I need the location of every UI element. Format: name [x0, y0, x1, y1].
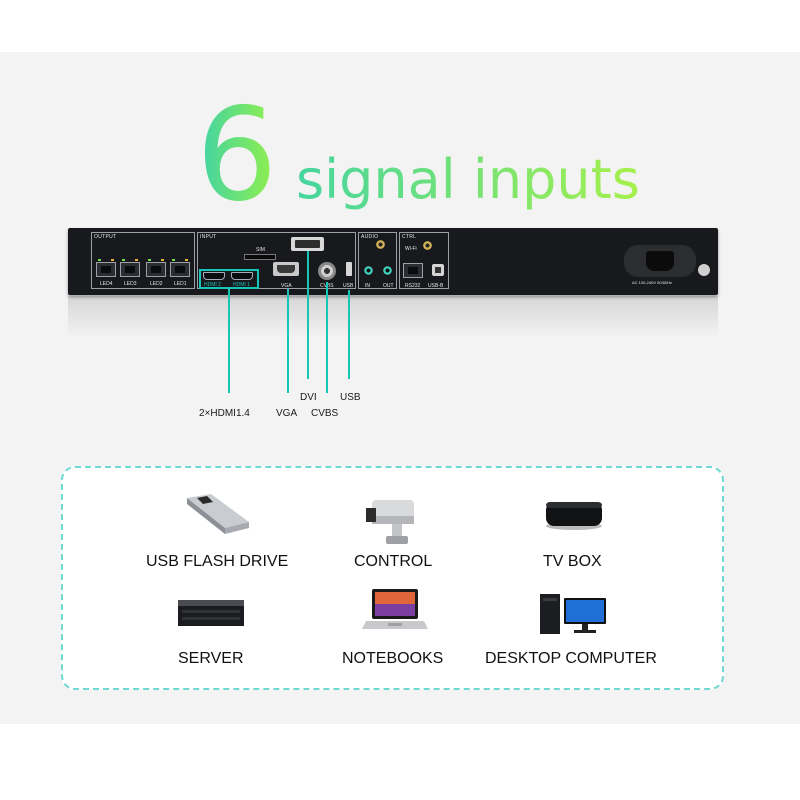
led-indicator	[148, 259, 151, 261]
vga-label: VGA	[281, 283, 292, 289]
device-reflection	[68, 296, 718, 338]
input-group: INPUT	[197, 232, 356, 289]
usb-port	[346, 262, 352, 276]
led1-label: LED1	[174, 281, 187, 287]
rs232-label: RS232	[405, 283, 421, 289]
hdmi-callout-line	[228, 289, 230, 393]
led-indicator	[161, 259, 164, 261]
audio-group-label: AUDIO	[361, 234, 379, 240]
rs232-port	[403, 263, 423, 278]
audio-group: AUDIO	[358, 232, 397, 289]
led4-port	[96, 262, 116, 277]
power-label: AC 100-240V 50/60Hz	[632, 280, 673, 285]
server-icon	[178, 600, 244, 626]
vga-callout-label: VGA	[276, 408, 298, 419]
source-label-control: CONTROL	[354, 553, 433, 570]
desktop-computer-icon	[540, 594, 606, 634]
source-label-desktop-computer: DESKTOP COMPUTER	[485, 650, 657, 667]
ground-terminal	[698, 264, 710, 276]
usbb-label: USB-B	[428, 283, 444, 289]
led-indicator	[111, 259, 114, 261]
led2-label: LED2	[150, 281, 163, 287]
input-group-label: INPUT	[200, 234, 217, 240]
usb-callout-label: USB	[340, 392, 361, 403]
device-rear-panel	[68, 228, 718, 295]
usb-callout-line	[348, 290, 350, 379]
led-indicator	[122, 259, 125, 261]
sim-slot	[244, 254, 276, 260]
headline-number: 6	[196, 81, 278, 230]
cvbs-port	[318, 262, 336, 280]
source-label-usb-flash-drive: USB FLASH DRIVE	[146, 553, 289, 570]
notebook-icon	[362, 589, 428, 629]
led3-port	[120, 262, 140, 277]
output-group: OUTPUT	[91, 232, 195, 289]
led2-port	[146, 262, 166, 277]
sim-label: SIM	[256, 247, 265, 253]
vga-callout-line	[287, 289, 289, 393]
hdmi2-port	[203, 272, 225, 280]
led1-port	[170, 262, 190, 277]
audio-in-label: IN	[365, 283, 370, 289]
led-indicator	[185, 259, 188, 261]
source-label-notebooks: NOTEBOOKS	[342, 650, 444, 667]
usbb-port	[432, 264, 444, 276]
hdmi1-label: HDMI 1	[233, 282, 250, 288]
headline-text: signal inputs	[296, 148, 640, 211]
control-camera-icon	[366, 500, 414, 544]
dvi-callout-line	[307, 251, 309, 379]
source-label-tv-box: TV BOX	[543, 553, 602, 570]
led4-label: LED4	[100, 281, 113, 287]
ctrl-group-label: CTRL	[402, 234, 417, 240]
vga-port	[273, 262, 299, 276]
audio-out-label: OUT	[383, 283, 394, 289]
usb-flash-drive-icon	[187, 494, 249, 534]
hdmi-highlight-box	[199, 269, 259, 289]
power-inlet	[624, 245, 696, 277]
wifi-label: Wi-Fi	[405, 246, 417, 252]
ctrl-group: CTRL	[399, 232, 449, 289]
hdmi1-port	[231, 272, 253, 280]
cvbs-callout-label: CVBS	[311, 408, 339, 419]
source-label-server: SERVER	[178, 650, 244, 667]
led-indicator	[172, 259, 175, 261]
output-group-label: OUTPUT	[94, 234, 117, 240]
hdmi-callout-label: 2×HDMI1.4	[199, 408, 250, 419]
dvi-port	[291, 237, 324, 251]
led3-label: LED3	[124, 281, 137, 287]
hdmi2-label: HDMI 2	[204, 282, 221, 288]
cvbs-callout-line	[326, 282, 328, 393]
audio-in-jack	[364, 266, 373, 275]
audio-out-jack	[383, 266, 392, 275]
audio-antenna-connector	[376, 240, 385, 249]
usb-label: USB	[343, 283, 354, 289]
led-indicator	[98, 259, 101, 261]
led-indicator	[135, 259, 138, 261]
wifi-antenna-connector	[423, 241, 432, 250]
dvi-callout-label: DVI	[300, 392, 317, 403]
tv-box-icon	[546, 502, 602, 530]
